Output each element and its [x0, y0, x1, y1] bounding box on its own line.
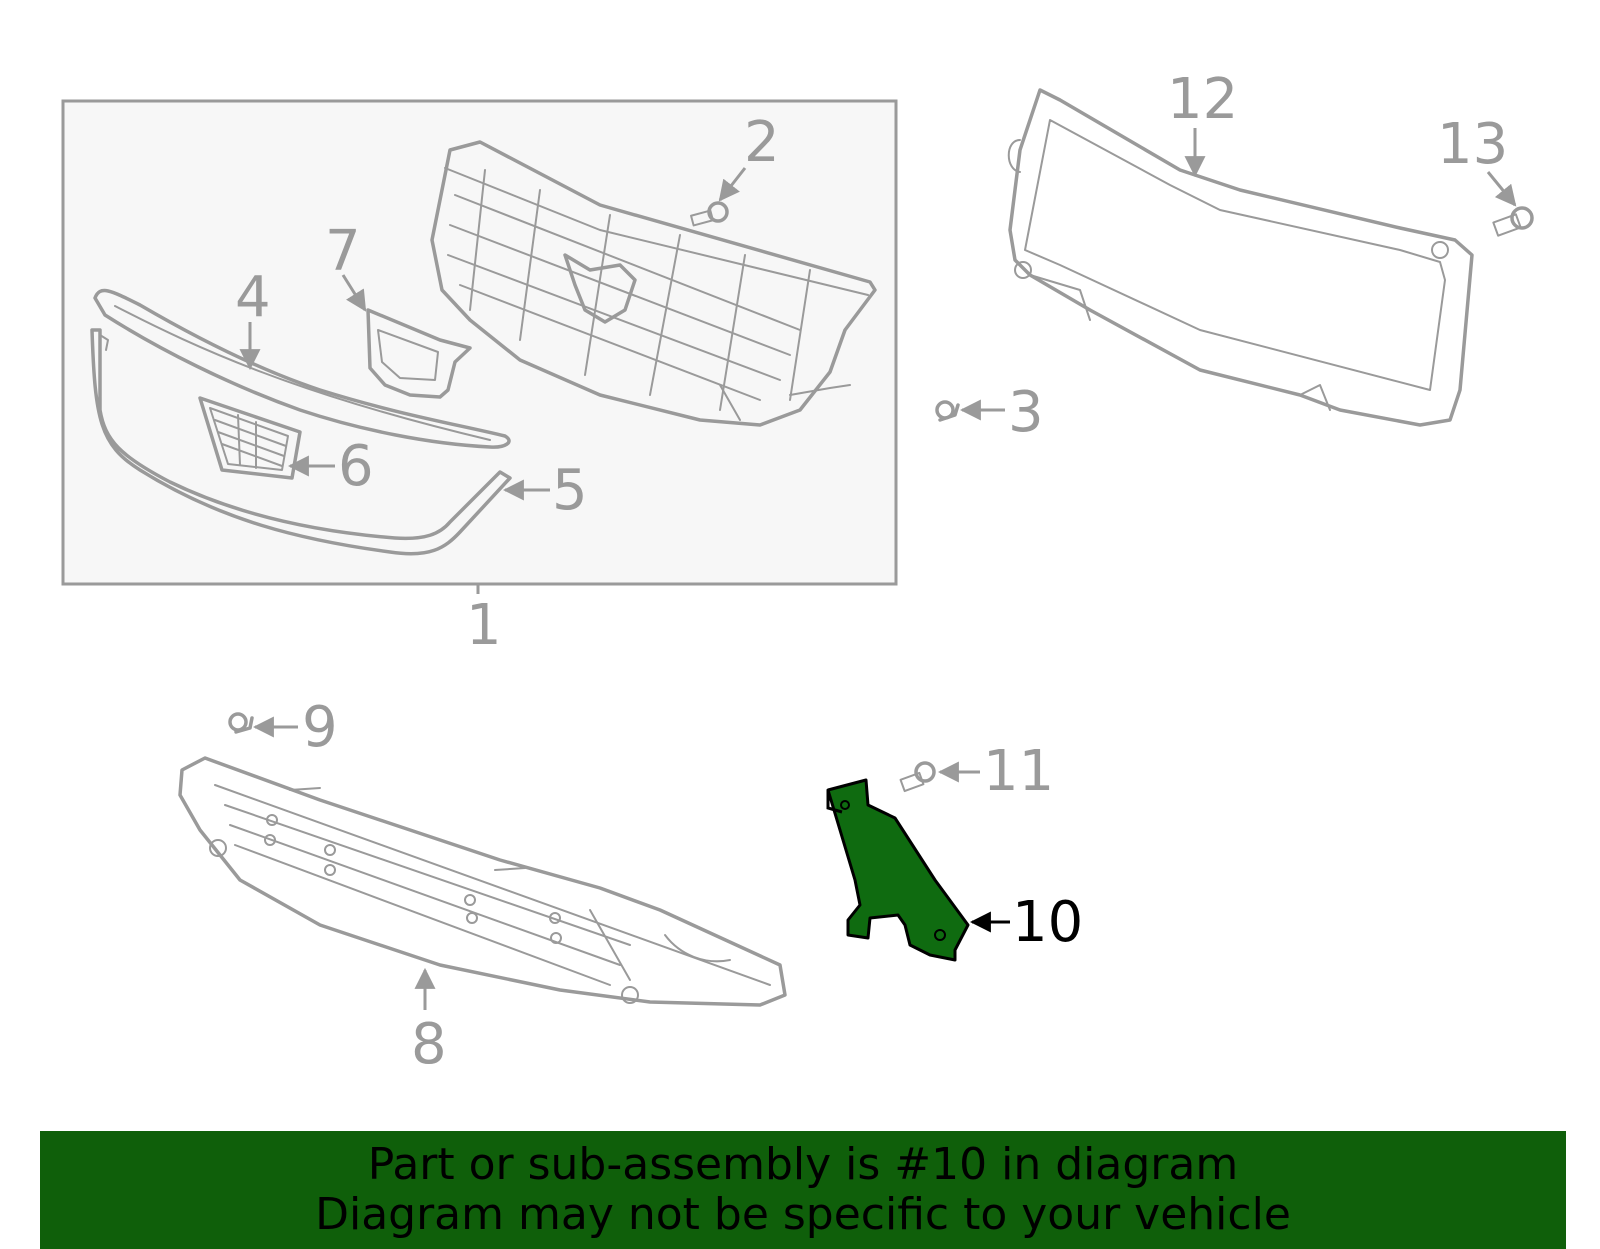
callout-10-highlighted: 10 [1012, 890, 1083, 955]
callout-4: 4 [235, 265, 271, 330]
grille-frame-part-12 [1007, 88, 1474, 427]
callout-8: 8 [411, 1012, 447, 1077]
highlighted-bracket-part-10 [826, 778, 970, 962]
callout-13: 13 [1437, 112, 1508, 177]
callout-11: 11 [983, 739, 1054, 804]
upper-grille-part [430, 140, 877, 427]
bolt-part-13 [1492, 206, 1534, 237]
callout-12: 12 [1167, 67, 1238, 132]
bolt-part-2 [690, 201, 729, 227]
bracket-part-7 [366, 308, 472, 399]
molding-strip-part-4 [93, 288, 511, 449]
callout-9: 9 [302, 695, 338, 760]
banner-line-2: Diagram may not be specific to your vehi… [315, 1189, 1291, 1240]
bolt-part-11 [899, 761, 936, 793]
clip-part-3 [935, 400, 960, 422]
callout-6: 6 [338, 434, 374, 499]
emblem-part-6 [198, 396, 302, 480]
callout-2: 2 [744, 110, 780, 175]
callout-5: 5 [552, 458, 588, 523]
lower-grille-part-8 [178, 756, 787, 1007]
banner-line-1: Part or sub-assembly is #10 in diagram [367, 1139, 1239, 1190]
chrome-surround-part-5 [90, 328, 512, 556]
callout-3: 3 [1008, 380, 1044, 445]
clip-part-9 [228, 712, 254, 734]
callout-7: 7 [325, 219, 361, 284]
callout-1: 1 [466, 593, 502, 658]
info-banner: Part or sub-assembly is #10 in diagram D… [40, 1131, 1566, 1249]
